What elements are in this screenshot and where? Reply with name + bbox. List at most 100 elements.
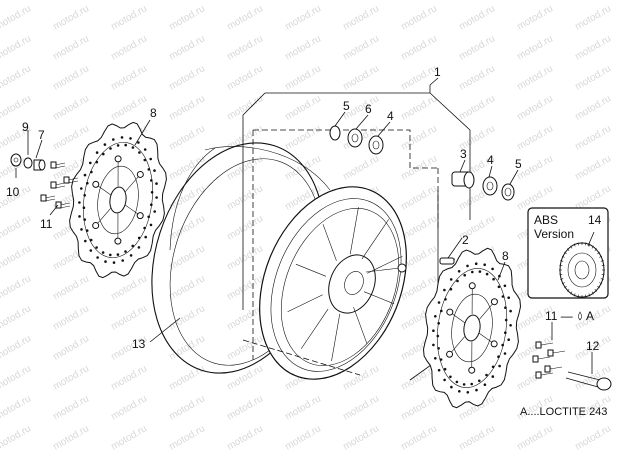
disc-hole — [150, 224, 153, 227]
disc-hole — [444, 368, 447, 371]
watermark-text: motod.ru — [109, 3, 149, 32]
watermark-text: motod.ru — [457, 3, 497, 32]
watermark-text: motod.ru — [225, 213, 265, 242]
disc-hole — [492, 375, 495, 378]
disc-hole — [456, 280, 459, 283]
disc-hole — [124, 144, 127, 147]
watermark-text: motod.ru — [573, 63, 613, 92]
disc-hole — [444, 298, 447, 301]
callout-11-right: 11 — — [545, 309, 573, 323]
disc-hole — [147, 216, 150, 219]
watermark-text: motod.ru — [225, 93, 265, 122]
watermark-text: motod.ru — [225, 63, 265, 92]
disc-hole — [95, 246, 98, 249]
disc-hole — [479, 270, 482, 273]
watermark-text: motod.ru — [399, 183, 439, 212]
disc-hole — [83, 218, 86, 221]
disc-hole — [475, 262, 478, 265]
watermark-text: motod.ru — [0, 63, 33, 92]
disc-hole — [437, 322, 440, 325]
watermark-text: motod.ru — [51, 273, 91, 302]
disc-hole — [84, 174, 87, 177]
disc-hole — [121, 259, 124, 262]
watermark-text: motod.ru — [51, 0, 91, 3]
disc-hole — [153, 169, 156, 172]
disc-hole — [498, 286, 501, 289]
watermark-text: motod.ru — [167, 183, 207, 212]
watermark-text: motod.ru — [109, 63, 149, 92]
disc-hole — [456, 381, 459, 384]
abs-version-box: ABS Version 14 — [528, 208, 608, 298]
watermark-text: motod.ru — [0, 33, 33, 62]
watermark-text: motod.ru — [167, 63, 207, 92]
callout-9: 9 — [22, 120, 29, 134]
loctite-footnote: A....LOCTITE 243 — [520, 406, 607, 418]
watermark-text: motod.ru — [399, 423, 439, 452]
watermark-text: motod.ru — [167, 123, 207, 152]
watermark-text: motod.ru — [0, 93, 33, 122]
watermark-text: motod.ru — [51, 333, 91, 362]
watermark-text: motod.ru — [515, 0, 555, 3]
watermark-text: motod.ru — [399, 3, 439, 32]
disc-hole — [117, 144, 120, 147]
disc-hole — [463, 383, 466, 386]
watermark-text: motod.ru — [0, 333, 33, 362]
disc-hole — [449, 376, 452, 379]
disc-rivet — [115, 238, 121, 244]
watermark-text: motod.ru — [51, 363, 91, 392]
disc-hole — [450, 288, 453, 291]
callout-11-left: 11 — [40, 217, 53, 231]
watermark-text: motod.ru — [515, 63, 555, 92]
disc-hole — [507, 296, 510, 299]
disc-hole — [113, 261, 116, 264]
disc-hole — [144, 159, 147, 162]
watermark-text: motod.ru — [167, 423, 207, 452]
disc-hole — [130, 254, 133, 257]
disc-hole — [89, 162, 92, 165]
disc-hole — [470, 383, 473, 386]
disc-hole — [491, 268, 494, 271]
watermark-text: motod.ru — [225, 33, 265, 62]
disc-hole — [124, 250, 127, 253]
callout-1: 1 — [434, 65, 441, 79]
disc-hole — [475, 389, 478, 392]
watermark-text: motod.ru — [225, 243, 265, 272]
watermark-text: motod.ru — [167, 393, 207, 422]
watermark-text: motod.ru — [0, 213, 33, 242]
watermark-text: motod.ru — [109, 423, 149, 452]
watermark-text: motod.ru — [457, 93, 497, 122]
watermark-text: motod.ru — [51, 393, 91, 422]
watermark-text: motod.ru — [457, 423, 497, 452]
disc-hole — [109, 254, 112, 257]
disc-hole — [86, 182, 89, 185]
watermark-text: motod.ru — [51, 303, 91, 332]
disc-hole — [131, 245, 134, 248]
watermark-text: motod.ru — [457, 0, 497, 3]
disc-hole — [102, 251, 105, 254]
left-brake-disc — [70, 122, 167, 277]
disc-hole — [498, 365, 501, 368]
watermark-text: motod.ru — [399, 93, 439, 122]
watermark-text: motod.ru — [167, 363, 207, 392]
watermark-text: motod.ru — [0, 3, 33, 32]
watermark-text: motod.ru — [0, 243, 33, 272]
watermark-text: motod.ru — [283, 33, 323, 62]
disc-hole — [509, 310, 512, 313]
callout-8-left: 8 — [150, 106, 157, 120]
disc-hole — [148, 168, 151, 171]
disc-hole — [138, 237, 141, 240]
disc-hole — [440, 358, 443, 361]
watermark-text: motod.ru — [0, 0, 33, 3]
disc-hole — [504, 331, 507, 334]
disc-hole — [450, 386, 453, 389]
callout-4-upper: 4 — [387, 109, 394, 123]
disc-hole — [102, 153, 105, 156]
disc-hole — [501, 344, 504, 347]
disc-hole — [458, 270, 461, 273]
disc-hole — [144, 236, 147, 239]
disc-hole — [144, 148, 147, 151]
watermark-text: motod.ru — [0, 393, 33, 422]
abs-label-line1: ABS — [534, 213, 558, 227]
watermark-text: motod.ru — [515, 423, 555, 452]
disc-hole — [438, 301, 441, 304]
